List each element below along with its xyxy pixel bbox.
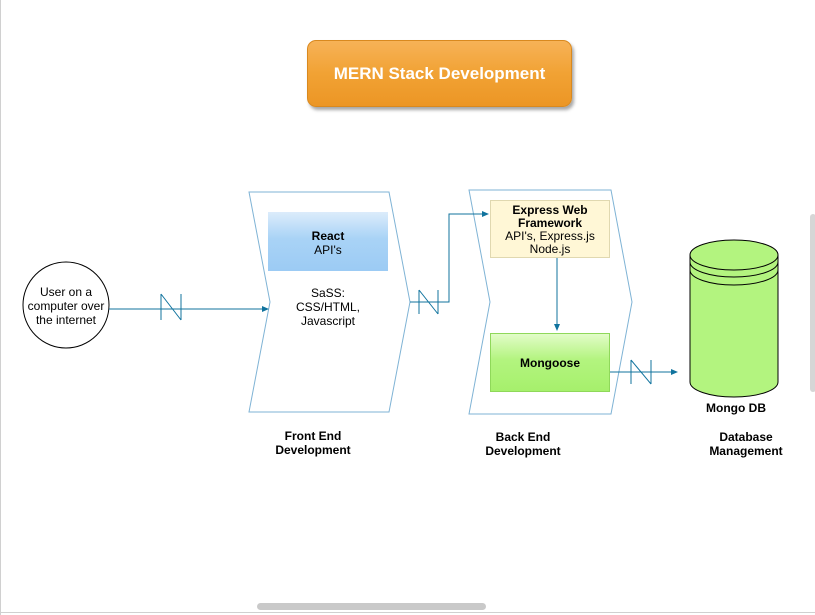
connector-frontend-express[interactable] [410,211,489,315]
horizontal-scrollbar[interactable] [257,603,486,610]
database-caption-2: Management [709,444,783,458]
react-api-box[interactable]: React API's [268,212,388,271]
connector-mongoose-mongodb[interactable] [610,359,678,385]
backend-caption-2: Development [485,444,561,458]
express-title-2: Framework [517,216,583,230]
frontend-body-label: SaSS: CSS/HTML, Javascript [278,286,378,328]
connector-express-mongoose[interactable] [554,258,560,331]
react-subtitle: API's [314,243,342,257]
vertical-scrollbar[interactable] [810,214,815,392]
frontend-line-1: SaSS: [310,286,346,300]
mongodb-name-label: Mongo DB [706,401,766,415]
mongoose-label: Mongoose [520,355,580,370]
database-caption-1: Database [719,430,773,444]
express-sub-1: API's, Express.js [505,229,595,243]
diagram-title[interactable]: MERN Stack Development [307,40,572,107]
connector-user-frontend[interactable] [109,293,269,321]
mongodb-cylinder-icon[interactable] [689,239,779,398]
react-title: React [311,229,345,243]
frontend-line-3: Javascript [300,314,356,328]
frontend-caption-1: Front End [284,429,342,443]
database-caption: Database Management [696,430,796,458]
express-title-1: Express Web [512,203,588,217]
frontend-line-2: CSS/HTML, [295,300,360,314]
user-line-2: computer over [27,299,105,313]
user-line-1: User on a [39,285,93,299]
backend-caption: Back End Development [473,430,573,458]
frontend-caption: Front End Development [263,429,363,457]
user-node-shape[interactable] [22,261,110,349]
backend-caption-1: Back End [495,430,551,444]
frontend-caption-2: Development [275,443,351,457]
express-framework-box[interactable]: Express Web Framework API's, Express.js … [490,200,610,258]
user-line-3: the internet [35,313,97,327]
mongoose-box[interactable]: Mongoose [490,333,610,392]
canvas-bottom-border [1,612,815,613]
express-sub-2: Node.js [529,242,571,256]
user-node-label: User on a computer over the internet [21,285,111,327]
